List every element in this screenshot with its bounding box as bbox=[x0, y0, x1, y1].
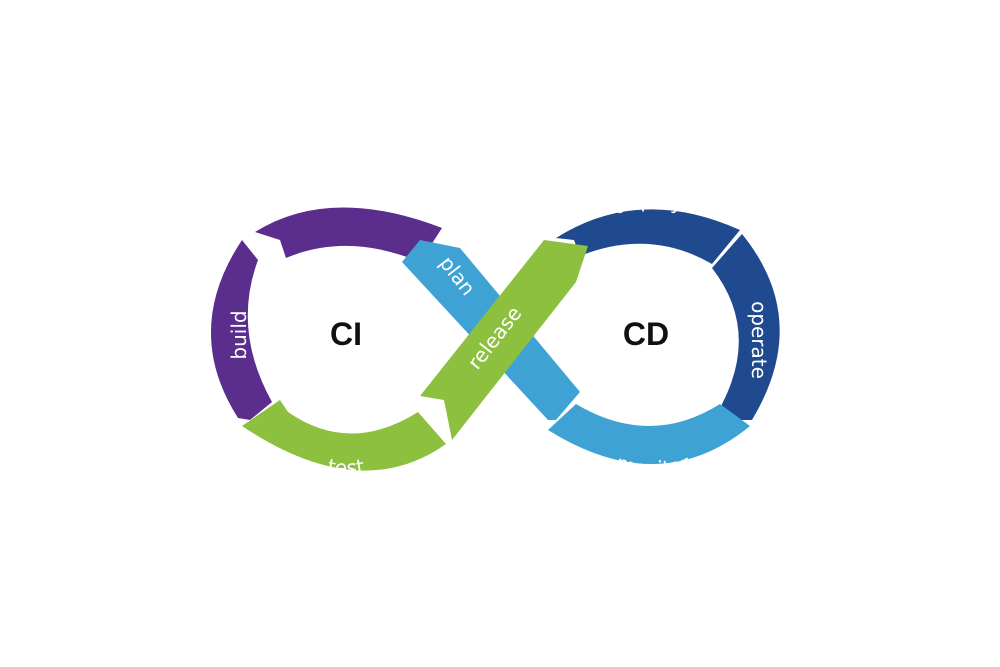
monitor-segment bbox=[548, 404, 750, 465]
operate-label: operate bbox=[747, 301, 771, 379]
code-label: code bbox=[314, 174, 369, 202]
release-segment bbox=[420, 240, 588, 440]
deploy-segment bbox=[556, 209, 740, 264]
test-segment bbox=[242, 400, 446, 471]
ci-loop bbox=[210, 207, 446, 471]
ci-hub-label: CI bbox=[330, 316, 362, 352]
code-segment bbox=[255, 207, 442, 262]
test-label: test bbox=[326, 454, 366, 480]
build-segment bbox=[210, 240, 272, 420]
operate-segment bbox=[712, 234, 780, 420]
cd-hub-label: CD bbox=[623, 316, 669, 352]
build-label: build bbox=[227, 310, 251, 359]
